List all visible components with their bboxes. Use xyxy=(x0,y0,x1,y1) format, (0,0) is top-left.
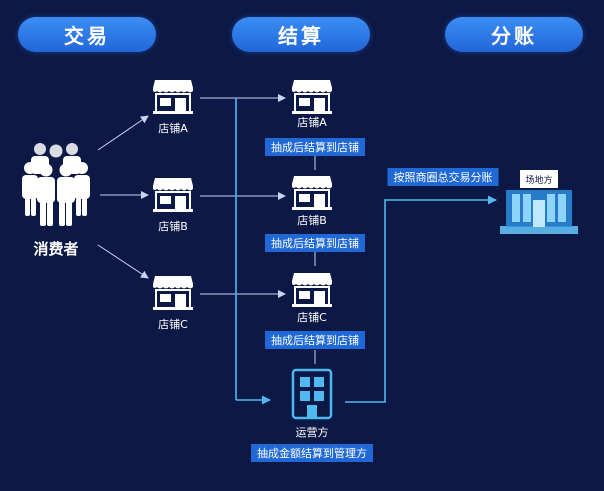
store-c-right-icon xyxy=(291,271,333,311)
store-a-settle-badge: 抽成后结算到店铺 xyxy=(265,138,365,156)
store-a-right-label: 店铺A xyxy=(297,116,327,129)
venue-building-icon xyxy=(498,168,580,242)
store-a-right-icon xyxy=(291,78,333,118)
consumer-group-icon xyxy=(20,140,92,236)
store-a-left-label: 店铺A xyxy=(158,122,188,135)
store-c-settle-badge: 抽成后结算到店铺 xyxy=(265,331,365,349)
header-split: 分账 xyxy=(445,17,583,52)
venue-label: 场地方 xyxy=(525,176,553,186)
operator-label: 运营方 xyxy=(295,426,329,439)
header-settle: 结算 xyxy=(232,17,370,52)
store-b-right-label: 店铺B xyxy=(297,214,327,227)
store-c-left-icon xyxy=(152,274,194,314)
store-c-right-label: 店铺C xyxy=(297,311,327,324)
consumer-label: 消费者 xyxy=(33,240,79,258)
store-b-settle-badge: 抽成后结算到店铺 xyxy=(265,234,365,252)
split-path-venue xyxy=(345,195,497,403)
store-b-right-icon xyxy=(291,174,333,214)
header-trade: 交易 xyxy=(18,17,156,52)
arrow-consumer-store-c xyxy=(97,244,149,279)
arrow-consumer-store-a xyxy=(97,115,149,151)
operator-settle-badge: 抽成金额结算到管理方 xyxy=(251,444,373,462)
store-c-left-label: 店铺C xyxy=(158,318,188,331)
store-a-left-icon xyxy=(152,78,194,118)
operator-building-icon xyxy=(290,368,334,424)
store-b-left-label: 店铺B xyxy=(158,220,188,233)
venue-split-badge: 按照商圈总交易分账 xyxy=(387,168,499,186)
store-b-left-icon xyxy=(152,176,194,216)
